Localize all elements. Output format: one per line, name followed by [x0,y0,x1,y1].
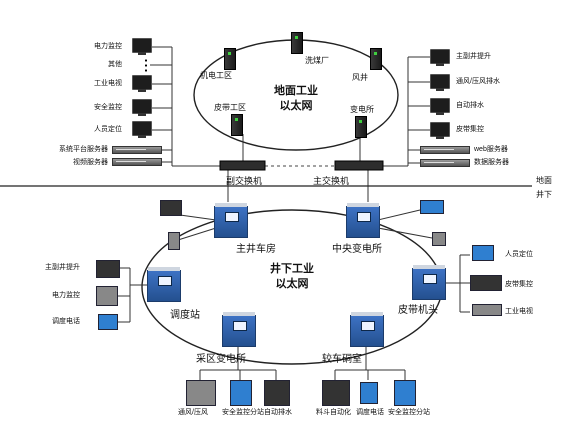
surface-title-line2: 以太网 [279,100,313,112]
underground-left-label: 调度电话 [52,318,80,325]
monitor-icon [132,75,152,92]
server-rack-icon [112,158,162,166]
locator-icon [472,245,494,261]
trunk-lines [118,46,470,380]
monitor-station-icon [394,380,416,406]
surface-left-label: 电力监控 [94,43,122,50]
station-cabinet-icon [350,312,384,347]
server-rack-icon [420,159,470,167]
monitor-icon [430,74,450,91]
switch-jidian-icon [224,48,236,70]
hoist-icon [96,260,120,278]
underground-title-line1: 井下工业 [270,263,314,275]
backup-switch-shape [219,160,266,171]
bottom-device-label: 通风/压风 [178,409,208,416]
surface-left-label: 其他 [108,61,122,68]
underground-right-label: 皮带集控 [505,281,533,288]
switch-biandian-icon [355,116,367,138]
server-rack-icon [112,146,162,154]
ring-node-label: 皮带工区 [214,103,246,112]
underground-ring-title: 井下工业 以太网 [257,262,327,292]
station-cabinet-icon [346,203,380,238]
bottom-device-label: 自动排水 [264,409,292,416]
station-cabinet-icon [147,267,181,302]
surface-left-label: 安全监控 [94,104,122,111]
hopper-icon [322,380,350,406]
underground-right-label: 工业电视 [505,308,533,315]
surface-left-label: 人员定位 [94,126,122,133]
monitor-icon [430,122,450,139]
switch-ximei-icon [291,32,303,54]
underground-title-line2: 以太网 [275,278,309,290]
surface-right-label: 主副井提升 [456,53,491,60]
underground-right-label: 人员定位 [505,251,533,258]
ground-above-label: 地面 [536,176,552,185]
surface-left-label: 系统平台服务器 [59,146,108,153]
main-switch-label: 主交换机 [313,176,350,186]
backup-switch-label: 副交换机 [226,176,263,186]
sensor-icon [432,232,446,246]
camera-tripod-icon [160,200,182,216]
station-label: 采区变电所 [196,354,246,365]
bottom-device-label: 料斗自动化 [316,409,351,416]
monitor-icon [132,38,152,55]
sensor-icon [168,232,180,250]
station-label: 皮带机头 [398,305,438,316]
monitor-icon [430,98,450,115]
station-cabinet-icon [222,312,256,347]
surface-right-label: web服务器 [474,146,508,153]
ring-node-label: 洗煤厂 [305,56,329,65]
surface-left-label: 视频服务器 [73,159,108,166]
surface-ring-title: 地面工业 以太网 [261,84,331,114]
station-label: 较车硐室 [322,354,362,365]
main-switch-shape [334,160,384,171]
monitor-icon [132,121,152,138]
ring-node-label: 风井 [352,73,368,82]
surface-right-label: 通风/压风排水 [456,78,500,85]
switch-fengjing-icon [370,48,382,70]
surface-right-label: 自动排水 [456,102,484,109]
server-rack-icon [420,146,470,154]
monitor-station-icon [230,380,252,406]
fan-icon [186,380,216,406]
ring-node-label: 机电工区 [200,71,232,80]
underground-left-label: 电力监控 [52,292,80,299]
station-cabinet-icon [214,203,248,238]
phone-icon [98,314,118,330]
pump-icon [264,380,290,406]
power-monitor-icon [96,286,118,306]
station-label: 中央变电所 [332,244,382,255]
monitor-icon [132,99,152,116]
underground-left-label: 主副井提升 [45,264,80,271]
surface-title-line1: 地面工业 [274,85,318,97]
surface-right-label: 数据服务器 [474,159,509,166]
bottom-device-label: 安全监控分站 [388,409,430,416]
monitor-icon [430,49,450,66]
more-dots-icon [145,58,147,72]
station-label: 主井车房 [236,244,276,255]
bottom-device-label: 安全监控分站 [222,409,264,416]
bottom-device-label: 调度电话 [356,409,384,416]
ring-node-label: 变电所 [350,105,374,114]
station-label: 调度站 [170,310,200,321]
ground-below-label: 井下 [536,190,552,199]
switch-pidai-icon [231,114,243,136]
station-cabinet-icon [412,265,446,300]
surface-left-label: 工业电视 [94,80,122,87]
phone-icon [360,382,378,404]
conveyor-icon [470,275,502,291]
meter-icon [420,200,444,214]
camera-icon [472,304,502,316]
surface-right-label: 皮带集控 [456,126,484,133]
